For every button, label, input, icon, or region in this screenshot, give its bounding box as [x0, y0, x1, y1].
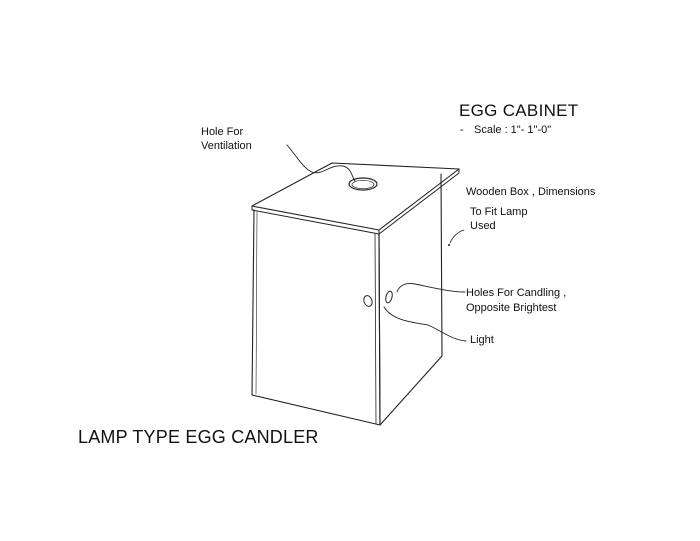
leader-ventilation	[286, 144, 356, 182]
label-ventilation-line1: Hole For	[201, 126, 244, 138]
box-corner-line	[374, 233, 377, 425]
leader-light	[383, 306, 467, 342]
leader-candling	[396, 283, 466, 293]
diagram-title: EGG CABINET	[459, 101, 579, 120]
label-candling-line1: Holes For Candling ,	[466, 287, 567, 299]
label-ventilation-line2: Ventilation	[201, 140, 252, 152]
candling-hole-front	[363, 295, 373, 307]
label-candling-line2: Opposite Brightest	[466, 302, 557, 314]
label-light: Light	[470, 334, 494, 346]
box-left-inner-line	[255, 211, 258, 395]
label-wooden-line3: Used	[470, 220, 496, 232]
scale-dash: -	[460, 124, 464, 136]
ventilation-hole	[348, 177, 378, 191]
scale-text: Scale : 1"- 1"-0"	[474, 124, 552, 136]
box-top-edge	[251, 205, 380, 235]
box-top-edge-right	[378, 168, 460, 235]
diagram-caption: LAMP TYPE EGG CANDLER	[78, 427, 319, 447]
box-side-face	[378, 173, 443, 426]
leader-wooden-box-dot	[448, 244, 450, 246]
label-wooden-line2: To Fit Lamp	[470, 206, 528, 218]
candling-hole-side	[385, 290, 393, 304]
box-front-face	[251, 209, 381, 426]
label-wooden-line1: Wooden Box , Dimensions	[466, 186, 596, 198]
leader-wooden-box	[449, 229, 465, 244]
ventilation-hole-inner	[351, 179, 375, 190]
